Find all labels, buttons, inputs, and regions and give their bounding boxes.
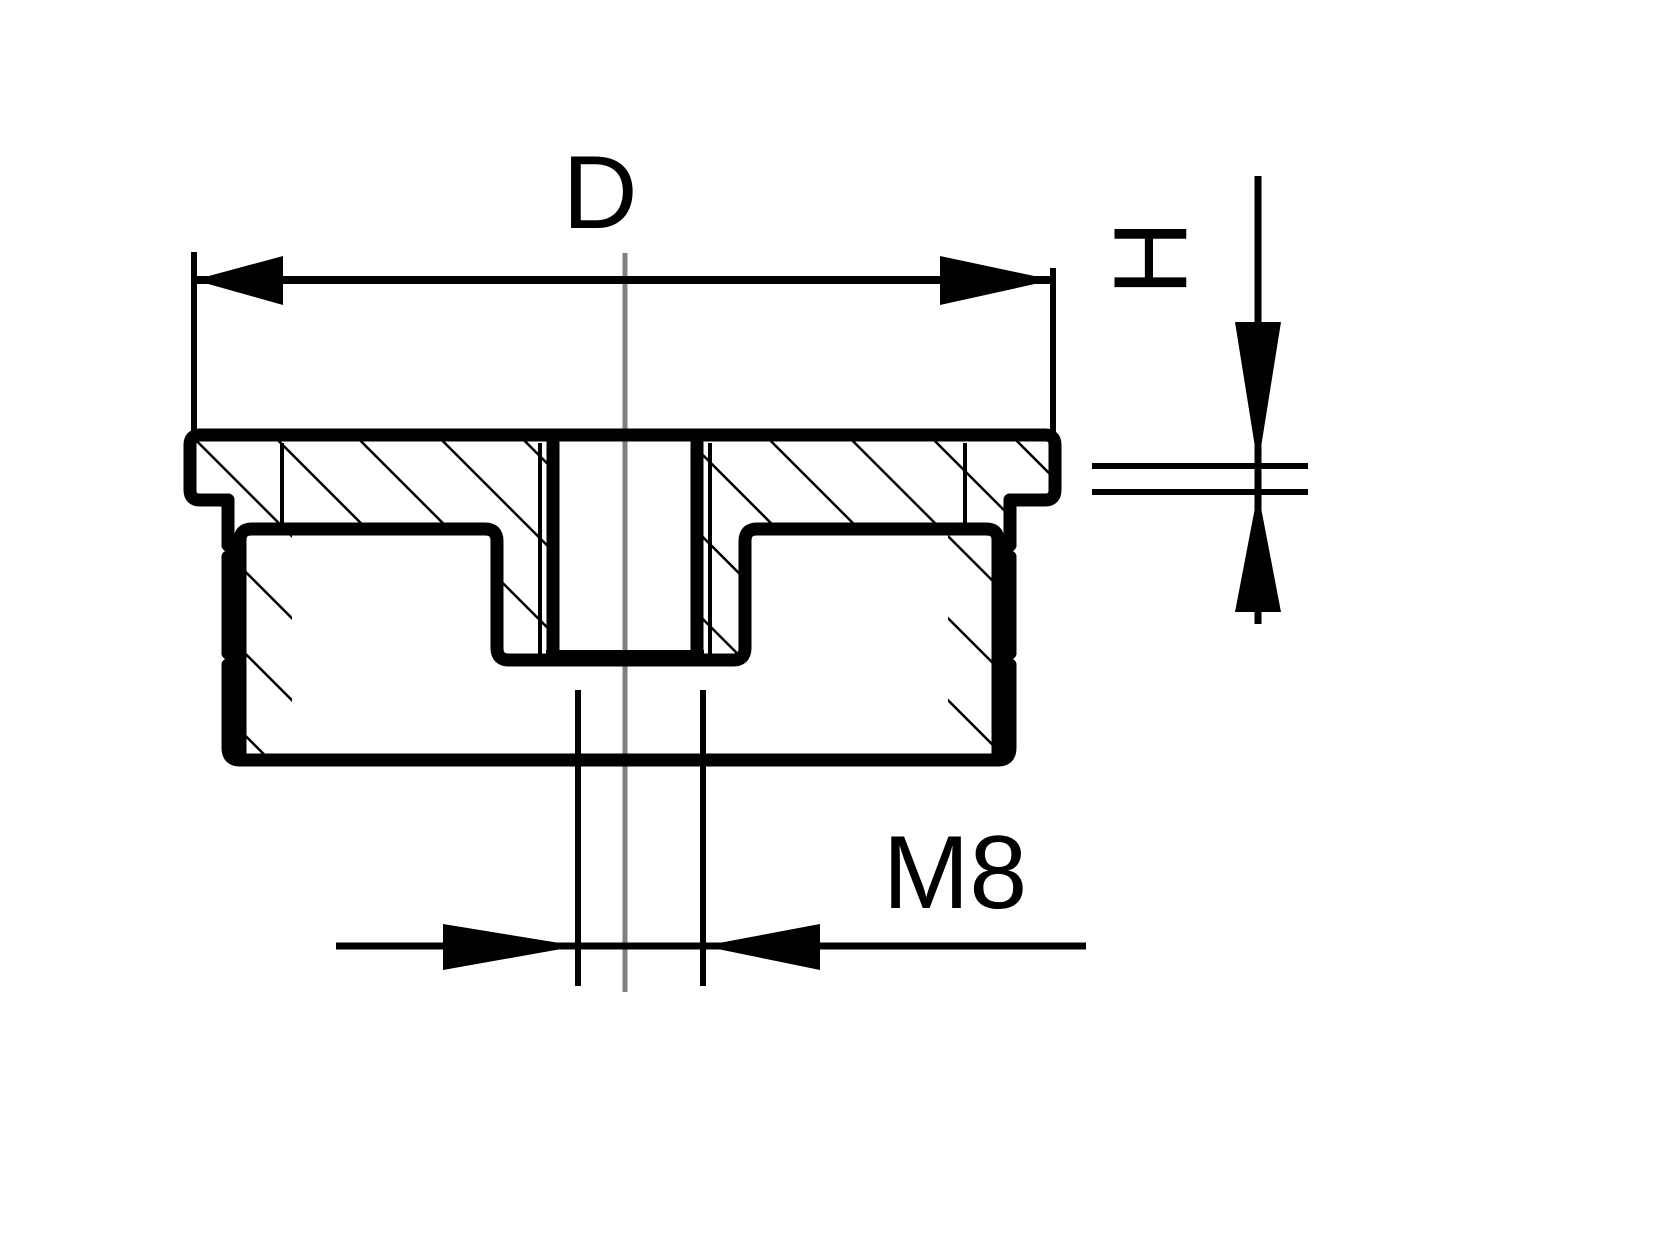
thread-lines	[538, 443, 712, 655]
m8-arrowhead-left	[443, 924, 578, 970]
dimension-label-diameter: D	[562, 135, 637, 251]
dimension-H	[1092, 176, 1308, 624]
m8-arrowhead-right	[703, 924, 820, 970]
dimension-M8	[336, 690, 1086, 986]
arrowhead-left	[194, 256, 283, 305]
arrowhead-right	[940, 256, 1053, 305]
wall-detail-lines	[280, 443, 967, 529]
h-arrowhead-top	[1235, 322, 1281, 466]
dimension-label-height: H	[1093, 220, 1209, 295]
dimension-label-thread: M8	[883, 815, 1027, 931]
h-arrowhead-bottom	[1235, 492, 1281, 612]
part-outline	[183, 428, 1062, 767]
dimension-D	[191, 252, 1056, 460]
